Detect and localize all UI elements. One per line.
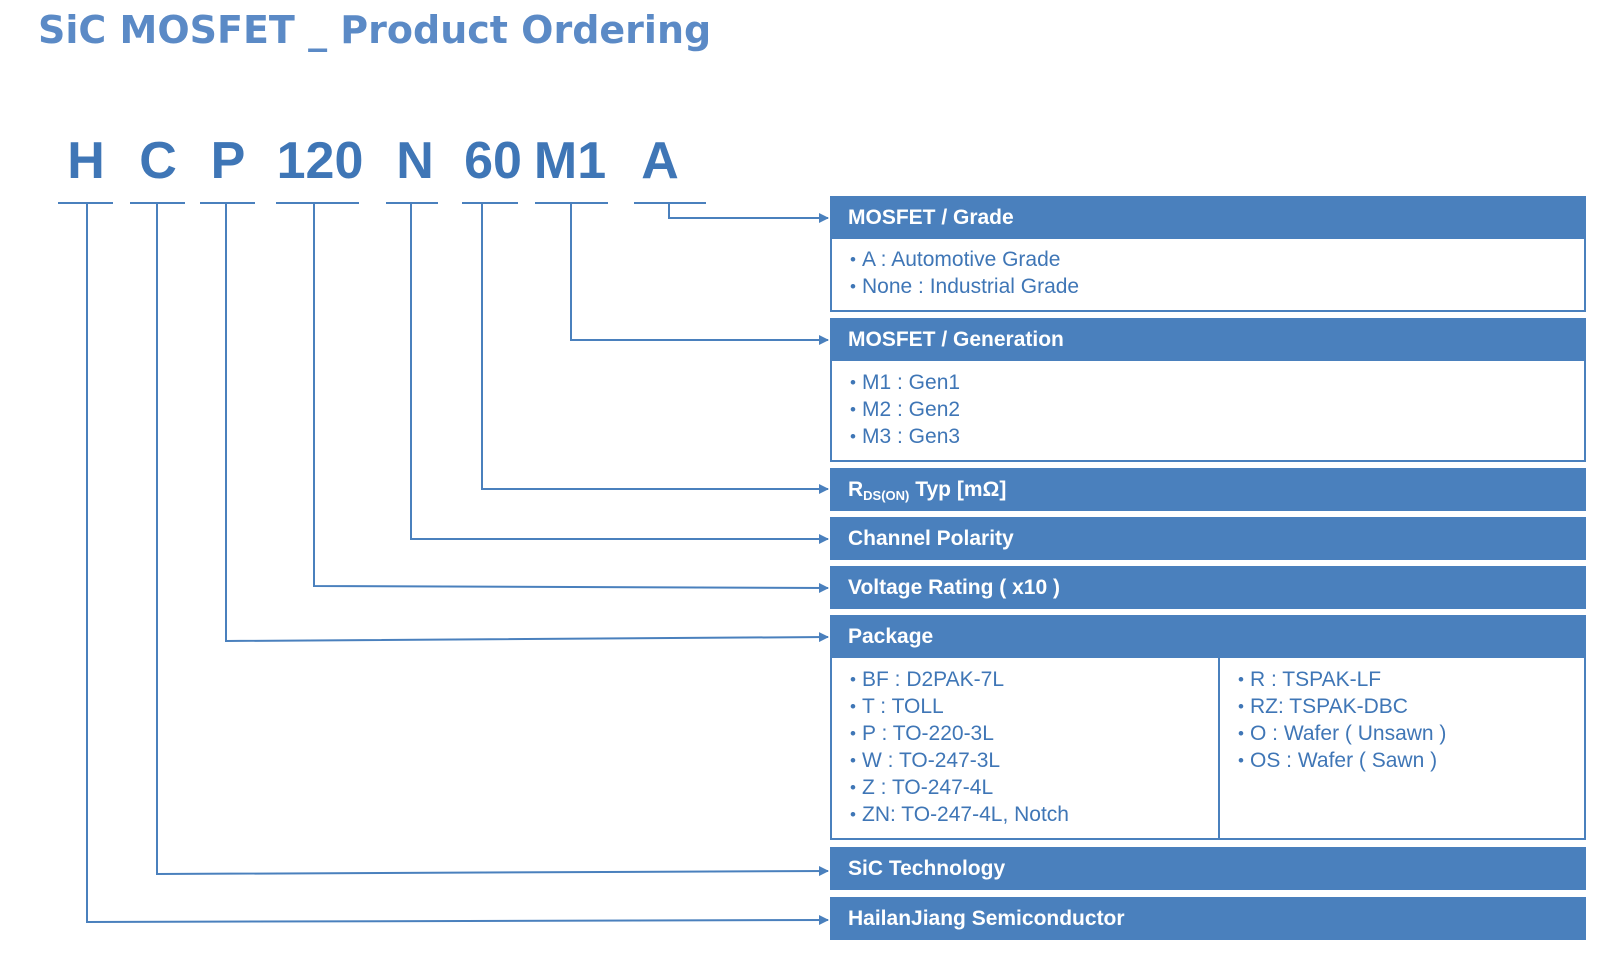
manufacturer-header: HailanJiang Semiconductor <box>830 897 1586 940</box>
rdson-subscript: DS(ON) <box>863 488 910 503</box>
code-char-c: C <box>139 132 177 190</box>
package-options-left: BF : D2PAK-7L T : TOLL P : TO-220-3L W :… <box>832 666 1069 828</box>
connector-c-technology <box>156 203 829 877</box>
list-item: W : TO-247-3L <box>832 747 1069 774</box>
list-item: None : Industrial Grade <box>832 273 1079 300</box>
package-options-box: BF : D2PAK-7L T : TOLL P : TO-220-3L W :… <box>830 658 1586 840</box>
generation-options-list: M1 : Gen1 M2 : Gen2 M3 : Gen3 <box>832 369 960 450</box>
generation-header: MOSFET / Generation <box>830 318 1586 361</box>
list-item: A : Automotive Grade <box>832 246 1079 273</box>
code-char-m1: M1 <box>533 132 607 190</box>
list-item: M1 : Gen1 <box>832 369 960 396</box>
connector-n-polarity <box>410 203 829 544</box>
list-item: RZ: TSPAK-DBC <box>1220 693 1446 720</box>
list-item: O : Wafer ( Unsawn ) <box>1220 720 1446 747</box>
grade-options-list: A : Automotive Grade None : Industrial G… <box>832 246 1079 300</box>
code-char-a: A <box>641 132 679 190</box>
list-item: P : TO-220-3L <box>832 720 1069 747</box>
connector-120-voltage <box>313 203 829 593</box>
list-item: T : TOLL <box>832 693 1069 720</box>
list-item: M2 : Gen2 <box>832 396 960 423</box>
rdson-header: RDS(ON) Typ [mΩ] <box>830 468 1586 511</box>
list-item: BF : D2PAK-7L <box>832 666 1069 693</box>
connector-60-rdson <box>481 203 829 494</box>
list-item: R : TSPAK-LF <box>1220 666 1446 693</box>
column-divider <box>1218 658 1220 838</box>
connector-a-grade <box>668 203 829 223</box>
list-item: Z : TO-247-4L <box>832 774 1069 801</box>
list-item: ZN: TO-247-4L, Notch <box>832 801 1069 828</box>
voltage-header: Voltage Rating ( x10 ) <box>830 566 1586 609</box>
polarity-header: Channel Polarity <box>830 517 1586 560</box>
code-char-p: P <box>210 132 246 190</box>
list-item: OS : Wafer ( Sawn ) <box>1220 747 1446 774</box>
page-title: SiC MOSFET _ Product Ordering <box>38 8 712 52</box>
grade-options-box: A : Automotive Grade None : Industrial G… <box>830 239 1586 312</box>
grade-header: MOSFET / Grade <box>830 196 1586 239</box>
package-options-right: R : TSPAK-LF RZ: TSPAK-DBC O : Wafer ( U… <box>1220 666 1446 774</box>
generation-options-box: M1 : Gen1 M2 : Gen2 M3 : Gen3 <box>830 361 1586 462</box>
technology-header: SiC Technology <box>830 847 1586 890</box>
connector-p-package <box>225 203 829 643</box>
package-header: Package <box>830 615 1586 658</box>
rdson-symbol: R <box>848 478 864 501</box>
code-char-n: N <box>396 132 434 190</box>
connector-h-manufacturer <box>86 203 829 926</box>
list-item: M3 : Gen3 <box>832 423 960 450</box>
code-char-h: H <box>67 132 105 190</box>
connector-m1-generation <box>570 203 829 345</box>
code-char-60: 60 <box>464 132 522 190</box>
rdson-unit: Typ [mΩ] <box>909 478 1007 501</box>
code-char-120: 120 <box>276 132 364 190</box>
